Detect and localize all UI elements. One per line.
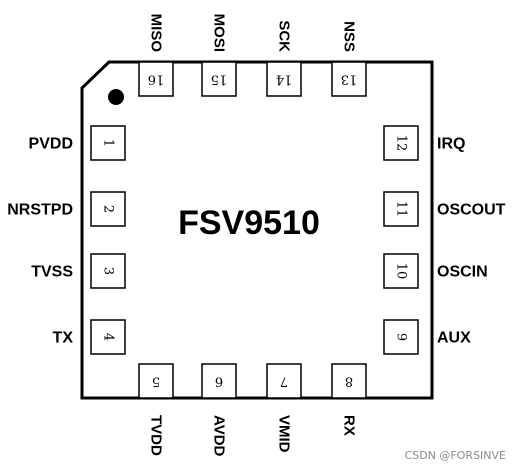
pin-pad-13 — [331, 61, 367, 97]
pin-number-16: 16 — [148, 72, 165, 87]
pin-pad-10 — [383, 253, 419, 289]
pin-signal-mosi: MOSI — [211, 14, 228, 52]
pin-number-9: 9 — [394, 333, 409, 341]
pin-pad-7 — [266, 363, 302, 399]
pin-signal-miso: MISO — [148, 14, 165, 53]
pin-12: 12 IRQ — [383, 125, 465, 161]
pin-9: 9 AUX — [383, 319, 471, 355]
pin-3: 3 TVSS — [31, 253, 126, 289]
pin-number-5: 5 — [152, 374, 160, 389]
pin-13: 13 NSS — [331, 21, 367, 97]
pin-11: 11 OSCOUT — [383, 191, 506, 227]
pin-number-6: 6 — [215, 374, 223, 389]
pin-signal-pvdd: PVDD — [29, 136, 73, 153]
pin-pad-1 — [90, 125, 126, 161]
chip-title: FSV9510 — [178, 204, 320, 242]
pin-number-15: 15 — [211, 72, 228, 87]
pin-pad-14 — [266, 61, 302, 97]
pin-number-14: 14 — [276, 72, 293, 87]
pin-pad-12 — [383, 125, 419, 161]
pin-8: 8RX — [331, 363, 367, 436]
pin-number-8: 8 — [345, 374, 353, 389]
pin-number-11: 11 — [394, 201, 409, 218]
pin-signal-aux: AUX — [437, 330, 471, 347]
pin-number-3: 3 — [101, 267, 116, 275]
pin-pad-3 — [90, 253, 126, 289]
pin-pad-2 — [90, 191, 126, 227]
pin-16: 16 MISO — [138, 14, 174, 97]
pin-pad-9 — [383, 319, 419, 355]
chip-body — [80, 60, 434, 400]
pin-pad-4 — [90, 319, 126, 355]
pin-signal-sck: SCK — [276, 20, 293, 52]
pin1-marker-dot — [108, 89, 124, 105]
pin-signal-tvss: TVSS — [31, 264, 73, 281]
pin-signal-tx: TX — [53, 330, 74, 347]
pin-number-13: 13 — [341, 72, 358, 87]
pin-4: 4 TX — [53, 319, 126, 355]
pin-pad-6 — [201, 363, 237, 399]
watermark-text: CSDN @FORSINVE — [405, 449, 506, 462]
pin-number-2: 2 — [101, 205, 116, 213]
pin-signal-oscout: OSCOUT — [437, 202, 506, 219]
pin-signal-nss: NSS — [341, 21, 358, 52]
pin-signal-oscin: OSCIN — [437, 264, 488, 281]
pin-signal-irq: IRQ — [437, 136, 465, 153]
pin-pad-16 — [138, 61, 174, 97]
pin-10: 10 OSCIN — [383, 253, 488, 289]
pin-pad-8 — [331, 363, 367, 399]
pin-2: 2 NRSTPD — [7, 191, 126, 227]
pin-number-12: 12 — [394, 135, 409, 152]
pin-14: 14 SCK — [266, 20, 302, 97]
pin-number-4: 4 — [101, 333, 116, 341]
pin-signal-rx: RX — [341, 415, 358, 436]
pin-pad-15 — [201, 61, 237, 97]
pin-1: 1 PVDD — [29, 125, 126, 161]
pin-signal-vmid: VMID — [276, 415, 293, 453]
pin-signal-avdd: AVDD — [211, 415, 228, 457]
pin-pad-5 — [138, 363, 174, 399]
pin-number-7: 7 — [280, 374, 288, 389]
pin-number-10: 10 — [394, 263, 409, 280]
pin-15: 15 MOSI — [201, 14, 237, 97]
pin-number-1: 1 — [101, 139, 116, 147]
pin-signal-nrstpd: NRSTPD — [7, 202, 73, 219]
pin-pad-11 — [383, 191, 419, 227]
pin-signal-tvdd: TVDD — [148, 415, 165, 456]
